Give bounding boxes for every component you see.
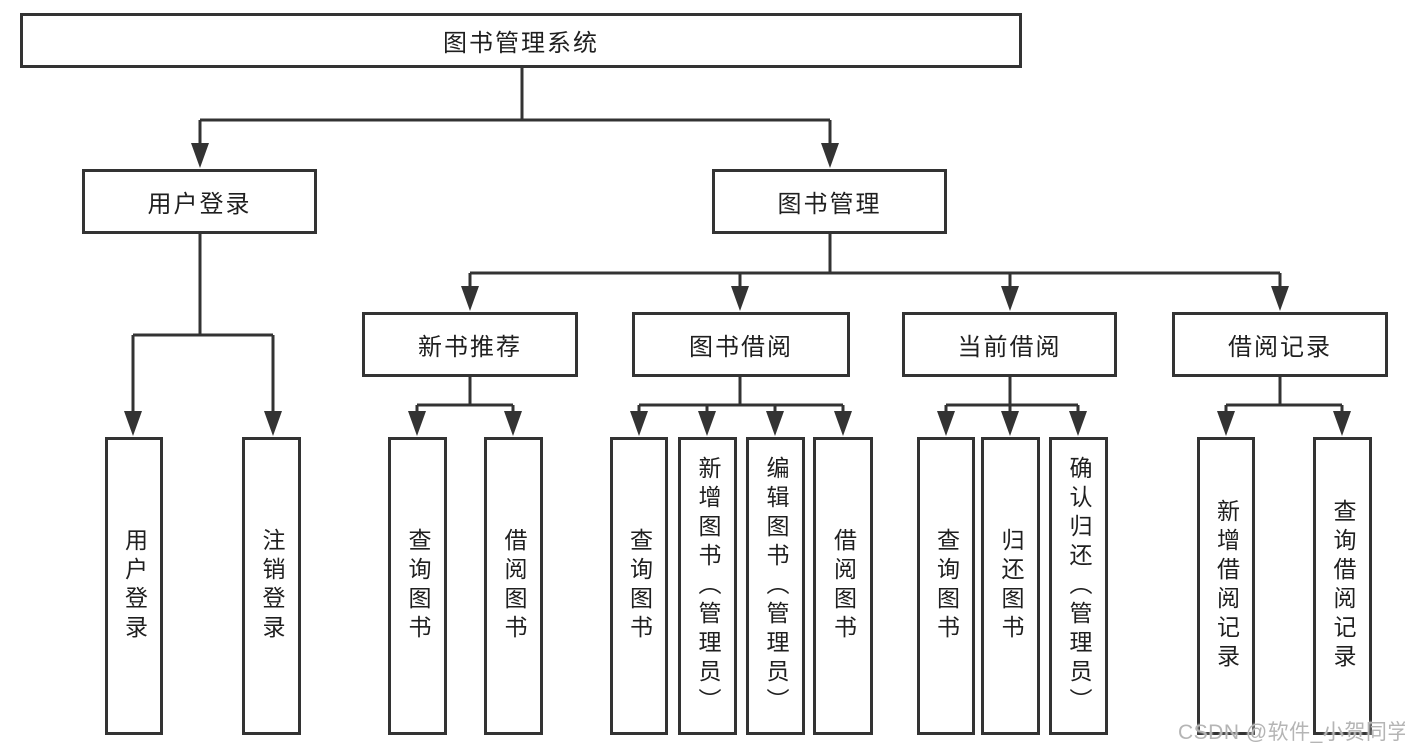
node-book-borrowing-label: 图书借阅 [689, 334, 793, 361]
node-user-login-label: 用户登录 [147, 191, 252, 218]
leaf-add-book-admin: 新增图书（管理员） [678, 437, 737, 735]
leaf-logout-label: 注销登录 [259, 528, 285, 644]
leaf-query-books-recommend: 查询图书 [388, 437, 447, 735]
node-new-book-recommendation: 新书推荐 [362, 312, 578, 377]
leaf-user-login-label: 用户登录 [121, 528, 148, 644]
node-user-login: 用户登录 [82, 169, 317, 234]
node-current-borrowing-label: 当前借阅 [957, 334, 1062, 361]
leaf-add-borrow-record: 新增借阅记录 [1197, 437, 1255, 735]
leaf-add-borrow-record-label: 新增借阅记录 [1213, 499, 1240, 673]
leaf-user-login: 用户登录 [105, 437, 163, 735]
leaf-borrow-books-recommend: 借阅图书 [484, 437, 543, 735]
leaf-edit-book-admin: 编辑图书（管理员） [746, 437, 805, 735]
node-book-borrowing: 图书借阅 [632, 312, 850, 377]
node-new-book-recommendation-label: 新书推荐 [418, 334, 522, 361]
csdn-watermark: CSDN @软件_小贺同学 [1178, 721, 1405, 744]
leaf-return-book-label: 归还图书 [998, 528, 1024, 644]
node-book-management-label: 图书管理 [777, 191, 882, 218]
leaf-logout: 注销登录 [242, 437, 301, 735]
node-borrowing-records-label: 借阅记录 [1228, 334, 1332, 361]
node-root-label: 图书管理系统 [443, 30, 599, 57]
node-book-management: 图书管理 [712, 169, 947, 234]
leaf-confirm-return-admin-label: 确认归还（管理员） [1066, 455, 1092, 717]
leaf-add-book-admin-label: 新增图书（管理员） [695, 455, 721, 717]
leaf-query-books-current: 查询图书 [917, 437, 975, 735]
leaf-query-borrow-record-label: 查询借阅记录 [1330, 499, 1356, 673]
node-root-system: 图书管理系统 [20, 13, 1022, 68]
leaf-query-books-borrowing: 查询图书 [610, 437, 668, 735]
leaf-query-books-borrowing-label: 查询图书 [626, 528, 653, 644]
leaf-borrow-books-borrowing: 借阅图书 [813, 437, 873, 735]
leaf-query-borrow-record: 查询借阅记录 [1313, 437, 1372, 735]
leaf-borrow-books-borrowing-label: 借阅图书 [830, 528, 857, 644]
leaf-borrow-books-recommend-label: 借阅图书 [501, 528, 527, 644]
leaf-return-book: 归还图书 [981, 437, 1040, 735]
node-current-borrowing: 当前借阅 [902, 312, 1117, 377]
leaf-edit-book-admin-label: 编辑图书（管理员） [763, 455, 789, 717]
leaf-query-books-recommend-label: 查询图书 [405, 528, 431, 644]
leaf-query-books-current-label: 查询图书 [933, 528, 960, 644]
leaf-confirm-return-admin: 确认归还（管理员） [1049, 437, 1108, 735]
node-borrowing-records: 借阅记录 [1172, 312, 1388, 377]
